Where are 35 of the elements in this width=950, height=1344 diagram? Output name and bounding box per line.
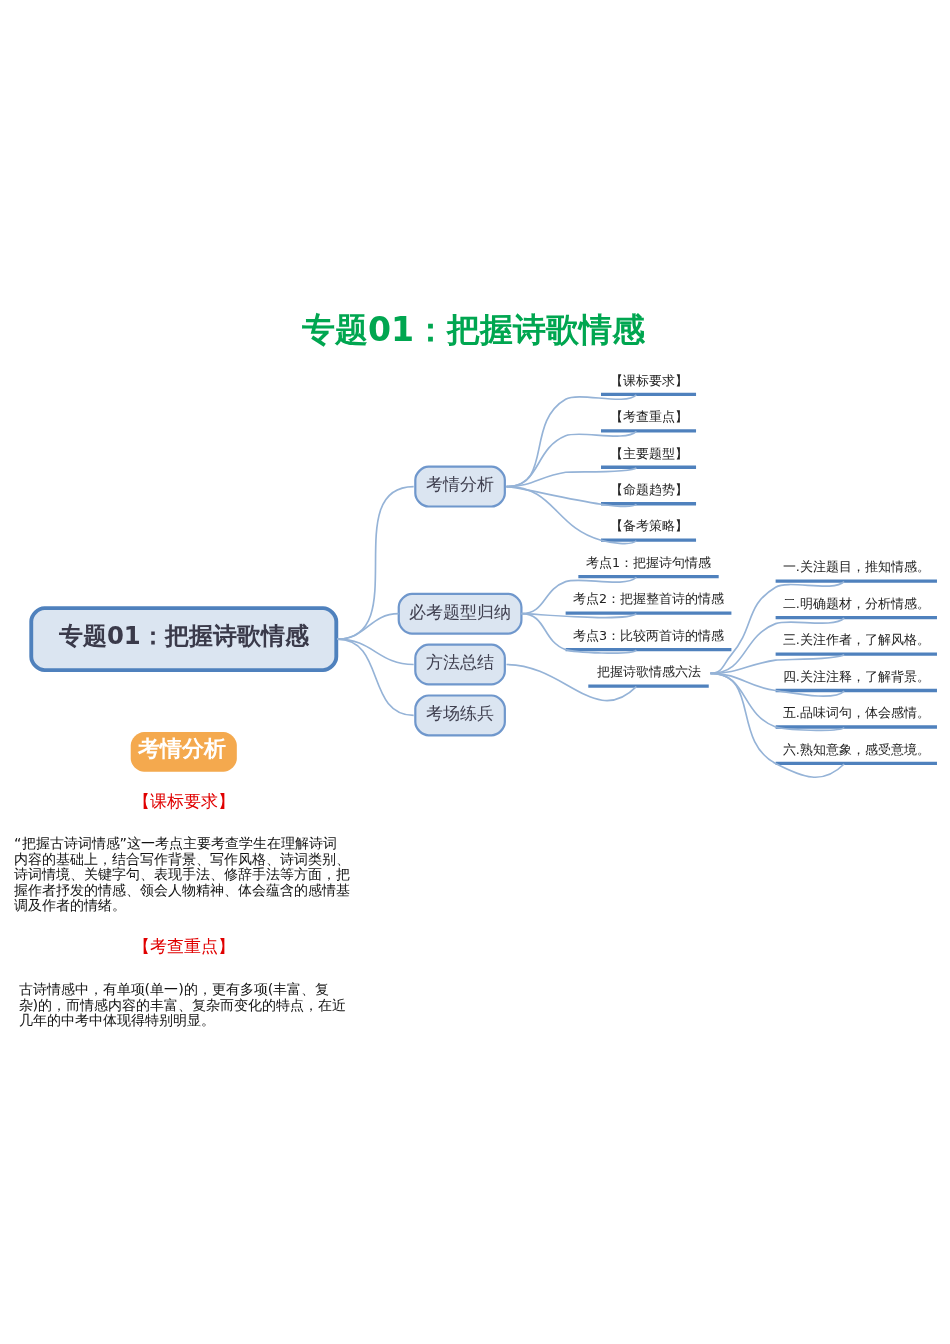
- connector: [709, 580, 845, 675]
- connector: [505, 485, 638, 508]
- node-text: 【主要题型】: [609, 445, 688, 461]
- node-box: 考情分析: [414, 465, 506, 508]
- node-box: 必考题型归纳: [397, 592, 523, 635]
- node-text: 【命题趋势】: [609, 482, 688, 497]
- node-text: 考点2：把握整首诗的情感: [572, 591, 725, 607]
- node-text: 【课标要求】: [609, 372, 688, 388]
- connector: [709, 672, 845, 779]
- node-text: 二.明确题材，分析情感。: [782, 595, 930, 611]
- node-text: 四.关注注释，了解背景。: [782, 668, 930, 684]
- label: “把握古诗词情感”这一考点主要考查学生在理解诗词内容的基础上，结合写作背景、写作风格、诗词类别、诗词情境、关键字句、表现手法、修辞手法等方面，把握作者抒发的情感、领会人物精神、体会蕴含的感情基调及作者的情绪。: [14, 835, 351, 914]
- node-box: 专题01：把握诗歌情感: [29, 606, 339, 672]
- node-text: 【备考策略】: [609, 518, 688, 534]
- node-text: 【考查重点】: [609, 409, 688, 425]
- diagram-title: 专题01：把握诗歌情感: [302, 310, 646, 350]
- label: 考情分析: [138, 735, 227, 762]
- label: 【课标要求】: [132, 791, 235, 811]
- connector: [709, 653, 845, 675]
- node-text: 三.关注作者，了解风格。: [782, 632, 930, 648]
- node-text: 考点1：把握诗句情感: [585, 554, 712, 570]
- connector: [505, 485, 638, 545]
- connector: [520, 612, 638, 654]
- node-text: 五.品味词句，体会感情。: [782, 705, 930, 721]
- node-text: 考点3：比较两首诗的情感: [572, 627, 725, 643]
- connector: [505, 663, 638, 702]
- node-box: 方法总结: [414, 643, 506, 686]
- node-box: 考场练兵: [414, 694, 506, 737]
- connector: [709, 617, 845, 675]
- node-text: 一.关注题目，推知情感。: [782, 559, 930, 575]
- connector: [336, 638, 415, 717]
- node-text: 把握诗歌情感六法: [596, 664, 701, 680]
- node-text: 六.熟知意象，感受意境。: [782, 741, 930, 757]
- label: 【考查重点】: [132, 937, 235, 957]
- label: 古诗情感中，有单项(单一)的，更有多项(丰富、复杂)的，而情感内容的丰富、复杂而变化的特点，在近几年的中考中体现得特别明显。: [18, 981, 347, 1029]
